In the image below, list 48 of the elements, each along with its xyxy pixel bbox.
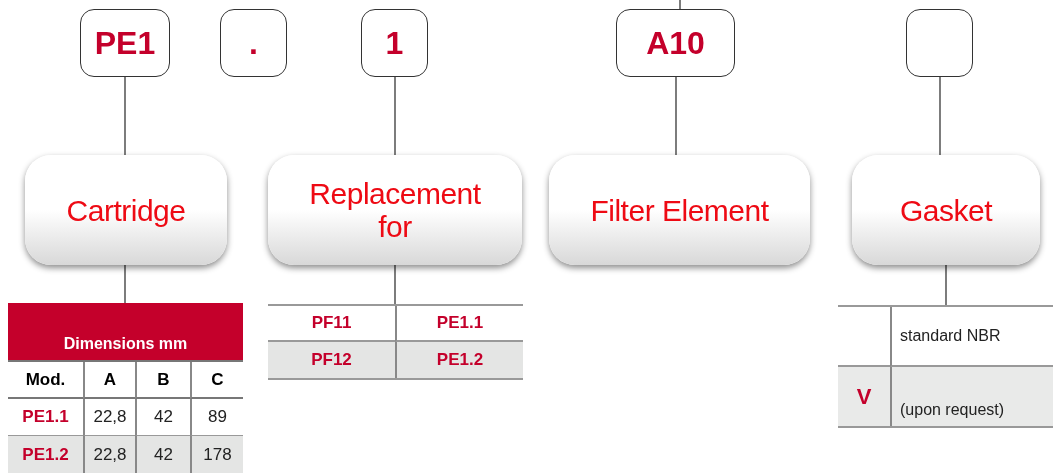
connector-line (939, 76, 941, 156)
table-cell-text: Mod. (25, 368, 66, 391)
table-cell-text: PE1.1 (436, 312, 484, 335)
table-cell-text: PE1.2 (22, 443, 69, 466)
gasket-table (838, 305, 1053, 428)
table-cell-text: V (856, 383, 872, 411)
code-box (616, 9, 735, 77)
table-cell-text: B (157, 368, 170, 391)
label-box (25, 155, 227, 265)
code-box (906, 9, 973, 77)
table-header: Dimensions mm (8, 303, 243, 362)
connector-line (124, 76, 126, 156)
label-box (268, 155, 522, 265)
connector-line (394, 76, 396, 156)
label-text: Gasket (899, 193, 992, 227)
connector-line (945, 264, 947, 306)
table-cell-text: 22,8 (93, 443, 127, 466)
connector-line (124, 264, 126, 304)
table-cell-text: PF11 (311, 312, 352, 335)
label-text: Replacement for (308, 177, 482, 243)
connector-line (679, 0, 681, 10)
table-cell-text: 178 (203, 443, 232, 466)
dimensions-table (8, 303, 243, 473)
table-cell-text: PE1.2 (436, 349, 484, 372)
table-cell-text: 22,8 (93, 406, 127, 429)
code-text: 1 (385, 24, 404, 63)
connector-line (394, 264, 396, 305)
label-text: Filter Element (590, 193, 769, 227)
code-text: PE1 (94, 24, 156, 63)
code-text: A10 (646, 24, 705, 63)
table-cell-text: A (103, 368, 117, 391)
label-text: Cartridge (66, 193, 186, 227)
connector-line (675, 76, 677, 156)
table-cell-text: 42 (154, 443, 173, 466)
code-box (80, 9, 170, 77)
code-text: . (249, 24, 258, 63)
table-cell-text: 89 (208, 406, 227, 429)
table-cell-text: (upon request) (900, 400, 1005, 420)
table-cell-text: standard NBR (900, 326, 1001, 346)
code-box (220, 9, 287, 77)
table-cell-text: 42 (154, 406, 173, 429)
table-cell-text: PF12 (311, 349, 352, 372)
table-cell-text: PE1.1 (22, 406, 69, 429)
label-box (549, 155, 810, 265)
table-cell-text: C (211, 368, 224, 391)
replacement-table (268, 304, 523, 380)
label-box (852, 155, 1040, 265)
code-box (361, 9, 428, 77)
